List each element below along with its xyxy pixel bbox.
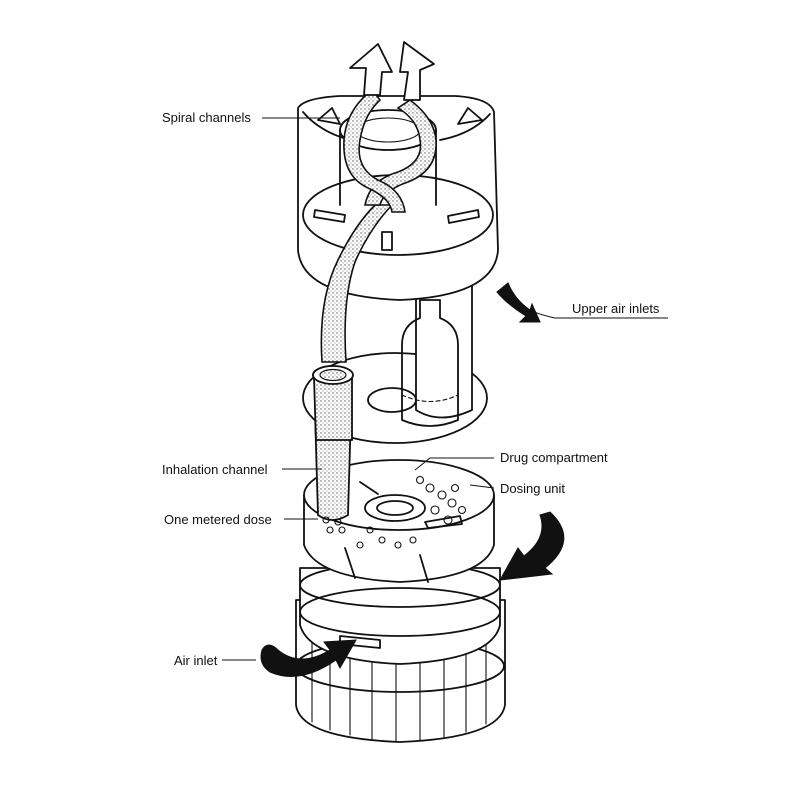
label-inhalation-channel: Inhalation channel bbox=[162, 462, 268, 477]
label-upper-air-inlets: Upper air inlets bbox=[572, 301, 660, 316]
rotation-arrow bbox=[499, 511, 565, 581]
label-spiral-channels: Spiral channels bbox=[162, 110, 251, 125]
leader-lines bbox=[222, 117, 668, 661]
label-dosing-unit: Dosing unit bbox=[500, 481, 565, 496]
air-inlet-arrow bbox=[260, 639, 357, 677]
label-one-metered-dose: One metered dose bbox=[164, 512, 272, 527]
dosing-unit-disc bbox=[303, 459, 495, 583]
upper-air-arrow bbox=[496, 282, 541, 323]
label-air-inlet: Air inlet bbox=[174, 653, 218, 668]
label-drug-compartment: Drug compartment bbox=[500, 450, 608, 465]
spiral-airflow bbox=[320, 41, 437, 363]
